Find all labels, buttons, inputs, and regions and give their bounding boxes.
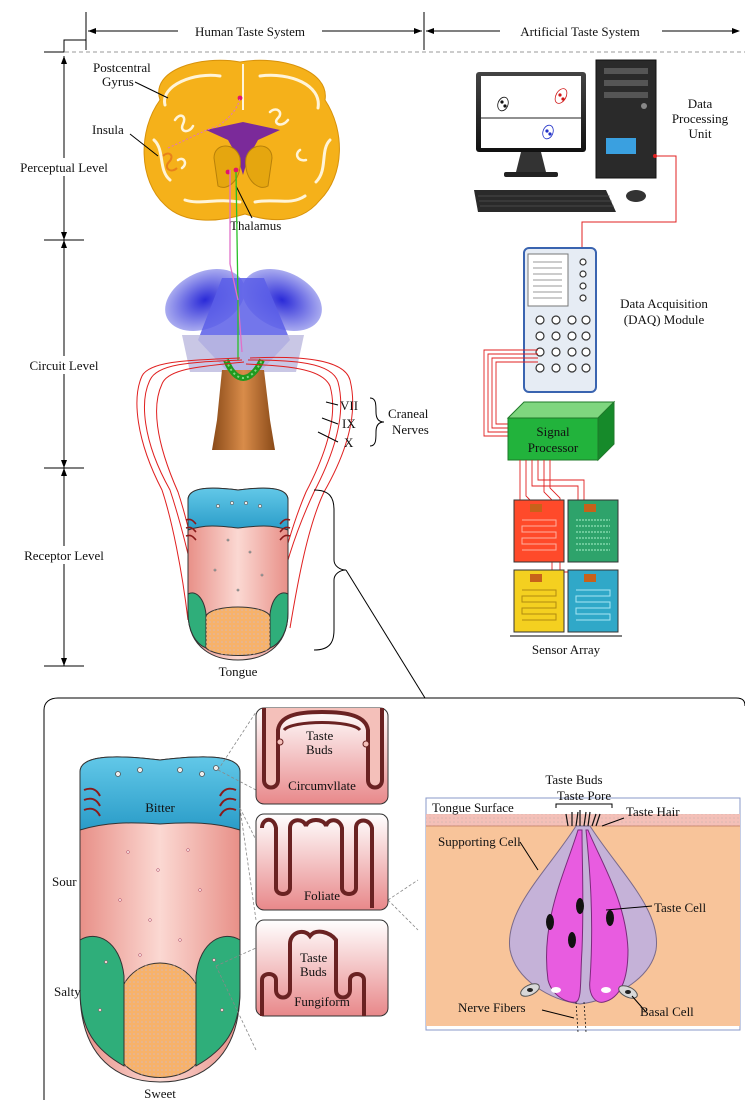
nerve-x-label: X — [344, 435, 354, 450]
zoom-line — [346, 570, 425, 698]
circumvallate-label: Circumvllate — [288, 778, 356, 793]
dpu-labels: Data Processing Unit — [672, 96, 729, 141]
circumvallate-taste-label-2: Buds — [306, 742, 333, 757]
tongue-label: Tongue — [219, 664, 258, 679]
sensor-red — [514, 500, 564, 562]
signal-processor-label-1: Signal — [536, 424, 570, 439]
fungiform-taste-label-2: Buds — [300, 964, 327, 979]
signal-processor-label-2: Processor — [528, 440, 579, 455]
papilla-fungiform: Taste Buds Fungiform — [256, 920, 388, 1016]
daq-labels: Data Acquisition (DAQ) Module — [620, 296, 708, 327]
basal-cell-label: Basal Cell — [640, 1004, 694, 1019]
sensor-green — [568, 500, 618, 562]
nerve-ix-label: IX — [342, 416, 356, 431]
sour-label: Sour — [52, 874, 77, 889]
craneal-nerves-label-2: Nerves — [392, 422, 429, 437]
header-axis: Human Taste System Artificial Taste Syst… — [44, 12, 745, 52]
circuit-level-label: Circuit Level — [30, 358, 99, 373]
taste-hair-label: Taste Hair — [626, 804, 680, 819]
bitter-label: Bitter — [145, 800, 175, 815]
sensor-array-label: Sensor Array — [532, 642, 601, 657]
insula-label: Insula — [92, 122, 124, 137]
tongue-surface-label: Tongue Surface — [432, 800, 514, 815]
sensor-cyan — [568, 570, 618, 632]
daq-module — [524, 248, 596, 392]
supporting-cell-label: Supporting Cell — [438, 834, 521, 849]
papilla-foliate: Foliate — [256, 814, 388, 910]
nerve-fibers-label: Nerve Fibers — [458, 1000, 526, 1015]
fungiform-taste-label-1: Taste — [300, 950, 327, 965]
fungiform-label: Fungiform — [294, 994, 350, 1009]
taste-buds-title: Taste Buds — [545, 772, 602, 787]
dpu-label-2: Processing — [672, 111, 729, 126]
taste-pore-label: Taste Pore — [557, 788, 612, 803]
taste-cell-label: Taste Cell — [654, 900, 707, 915]
dpu-label-3: Unit — [688, 126, 712, 141]
perceptual-level-label: Perceptual Level — [20, 160, 108, 175]
human-system-title: Human Taste System — [195, 24, 305, 39]
papilla-circumvallate: Taste Buds Circumvllate — [256, 708, 388, 804]
daq-label-1: Data Acquisition — [620, 296, 708, 311]
postcentral-label-1: Postcentral — [93, 60, 151, 75]
circumvallate-taste-label-1: Taste — [306, 728, 333, 743]
postcentral-label-2: Gyrus — [102, 74, 134, 89]
sweet-label: Sweet — [144, 1086, 176, 1101]
receptor-level-label: Receptor Level — [24, 548, 104, 563]
artificial-system-title: Artificial Taste System — [520, 24, 639, 39]
craneal-nerves-label-1: Craneal — [388, 406, 429, 421]
thalamus-label: Thalamus — [230, 218, 281, 233]
brain-illustration — [144, 60, 339, 220]
tongue-bracket — [314, 490, 346, 650]
computer-illustration — [474, 60, 656, 212]
sensor-yellow — [514, 570, 564, 632]
dpu-label-1: Data — [688, 96, 713, 111]
sensor-array: Sensor Array — [510, 500, 622, 657]
signal-processor: Signal Processor — [508, 402, 614, 460]
daq-label-2: (DAQ) Module — [624, 312, 705, 327]
small-tongue — [186, 488, 290, 660]
salty-label: Salty — [54, 984, 81, 999]
foliate-label: Foliate — [304, 888, 340, 903]
nerve-vii-label: VII — [340, 398, 358, 413]
level-axis: Perceptual Level Circuit Level Receptor … — [10, 56, 120, 666]
